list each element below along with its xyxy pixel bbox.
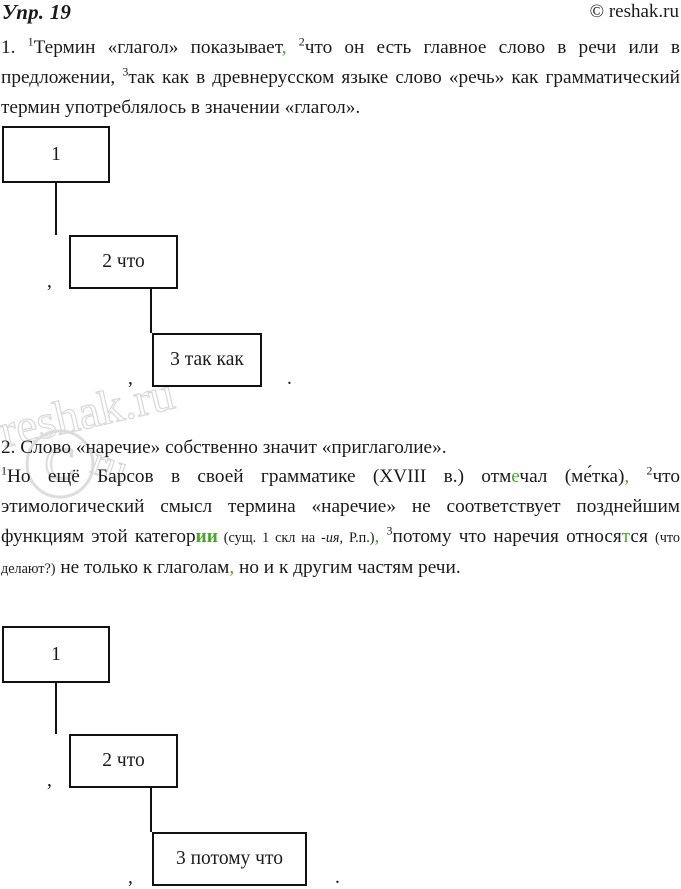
diagram-2: 1 2 что 3 потому что , , . bbox=[0, 618, 681, 889]
item2-segment-6: не только к глаголам bbox=[55, 557, 230, 578]
item2-green-1: е bbox=[511, 466, 520, 487]
item1-sup-3: 3 bbox=[122, 64, 129, 79]
exercise-item-2-intro: 2. Слово «наречие» собственно значит «пр… bbox=[1, 433, 680, 463]
diagram-2-mark-3: . bbox=[335, 867, 340, 888]
diagram-1-mark-3: . bbox=[287, 368, 292, 389]
item1-number: 1. bbox=[1, 37, 16, 58]
item1-comma-1: , bbox=[281, 37, 287, 58]
diagram-1-node-3-label: 3 так как bbox=[170, 349, 244, 370]
diagram-1-connector-1-2 bbox=[55, 183, 57, 235]
item1-sup-1: 1 bbox=[27, 34, 34, 49]
item2-sup-1: 1 bbox=[1, 463, 7, 478]
item2-green-3: т bbox=[621, 526, 631, 547]
item2-comma-1: , bbox=[624, 466, 630, 487]
item2-number: 2. bbox=[1, 437, 16, 458]
page-title: Упр. 19 bbox=[2, 0, 72, 24]
item2-note-1-italic: ия bbox=[325, 530, 340, 546]
item1-segment-2: что он есть главное слово в речи или в п… bbox=[1, 37, 681, 88]
item2-segment-2: чал (ме́тка) bbox=[519, 466, 625, 487]
diagram-1-mark-1: , bbox=[47, 271, 52, 292]
item1-segment-3: так как в древнерусском языке слово «реч… bbox=[1, 67, 680, 118]
exercise-item-2-body: 1Но ещё Барсов в своей грамматике (XVIII… bbox=[1, 462, 680, 584]
diagram-2-node-2: 2 что bbox=[69, 734, 178, 788]
item2-comma-3: , bbox=[229, 557, 235, 578]
diagram-2-node-1-label: 1 bbox=[51, 643, 61, 665]
exercise-item-1-text: 1. 1Термин «глагол» показывает, 2что он … bbox=[1, 33, 680, 123]
item2-note-1-a: (сущ. 1 скл на - bbox=[217, 530, 326, 546]
diagram-1-connector-2-3 bbox=[150, 289, 152, 333]
item2-sup-2: 2 bbox=[646, 463, 653, 478]
item2-comma-2: , bbox=[374, 526, 380, 547]
page-header: Упр. 19 © reshak.ru bbox=[0, 0, 681, 28]
diagram-1: 1 2 что 3 так как , , . bbox=[0, 120, 681, 390]
item2-green-2: ии bbox=[195, 526, 218, 547]
item2-segment-1: Но ещё Барсов в своей грамматике (XVIII … bbox=[6, 466, 512, 487]
diagram-2-connector-1-2 bbox=[55, 683, 57, 734]
copyright-label: © reshak.ru bbox=[589, 1, 679, 22]
item2-segment-7: но и к другим частям речи. bbox=[234, 557, 461, 578]
diagram-1-node-3: 3 так как bbox=[152, 333, 262, 387]
item2-note-1-b: , Р.п.) bbox=[339, 530, 375, 546]
diagram-2-connector-2-3 bbox=[150, 788, 152, 832]
item2-note-2: (что делают?) bbox=[1, 530, 681, 577]
diagram-1-node-2: 2 что bbox=[69, 235, 178, 289]
diagram-1-node-2-label: 2 что bbox=[102, 251, 145, 272]
item2-segment-4: потому что наречия относя bbox=[392, 526, 622, 547]
diagram-2-node-1: 1 bbox=[2, 626, 110, 683]
item2-intro-text: Слово «наречие» собственно значит «пригл… bbox=[20, 437, 447, 458]
diagram-2-mark-1: , bbox=[47, 770, 52, 791]
diagram-2-node-3-label: 3 потому что bbox=[176, 848, 283, 869]
diagram-1-mark-2: , bbox=[128, 368, 133, 389]
item2-segment-3: что этимологический смысл термина «нареч… bbox=[1, 466, 680, 547]
item2-note-1: (сущ. 1 скл на -ия, Р.п.) bbox=[218, 530, 375, 546]
item1-segment-1: Термин «глагол» показывает bbox=[33, 37, 282, 58]
item1-sup-2: 2 bbox=[298, 34, 305, 49]
diagram-1-node-1: 1 bbox=[2, 126, 110, 183]
diagram-2-node-3: 3 потому что bbox=[152, 832, 307, 886]
diagram-2-mark-2: , bbox=[128, 867, 133, 888]
diagram-1-node-1-label: 1 bbox=[51, 143, 61, 165]
item2-segment-5: ся bbox=[630, 526, 656, 547]
diagram-2-node-2-label: 2 что bbox=[102, 750, 145, 771]
item2-sup-3: 3 bbox=[386, 523, 393, 538]
